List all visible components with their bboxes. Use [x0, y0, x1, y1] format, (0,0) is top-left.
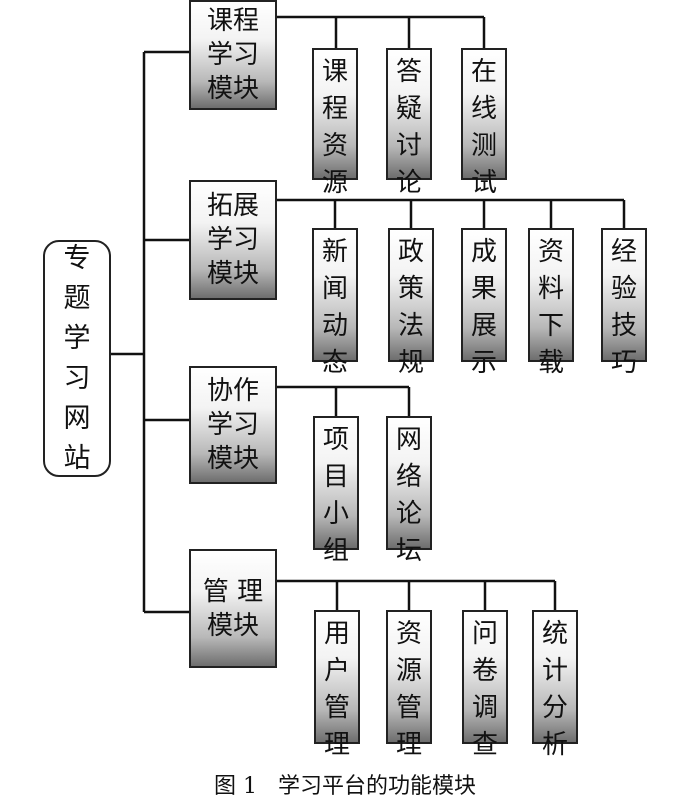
leaf-news: 新闻动态 — [312, 228, 358, 378]
figure-title: 学习平台的功能模块 — [277, 774, 476, 799]
module-course-label: 课程学习模块 — [206, 6, 259, 104]
leaf-course-resources: 课程资源 — [312, 48, 358, 198]
root-label: 专题学习网站 — [63, 242, 91, 474]
leaf-tips: 经验技巧 — [601, 228, 647, 378]
leaf-statistics: 统计分析 — [532, 610, 578, 760]
leaf-qa-discussion: 答疑讨论 — [386, 48, 432, 198]
module-expand-label: 拓展学习模块 — [206, 191, 259, 289]
root-node: 专题学习网站 — [43, 240, 111, 477]
module-collab: 协作学习模块 — [189, 366, 277, 484]
figure-number: 图 1 — [214, 774, 257, 799]
leaf-policy: 政策法规 — [388, 228, 434, 378]
module-manage-label: 管 理 模块 — [202, 576, 264, 641]
module-manage: 管 理 模块 — [189, 549, 277, 668]
module-course: 课程学习模块 — [189, 0, 277, 110]
leaf-downloads: 资料下载 — [528, 228, 574, 378]
leaf-user-management: 用户管理 — [314, 610, 360, 760]
leaf-survey: 问卷调查 — [462, 610, 508, 760]
leaf-resource-management: 资源管理 — [386, 610, 432, 760]
leaf-online-test: 在线测试 — [461, 48, 507, 198]
leaf-forum: 网络论坛 — [386, 416, 432, 566]
module-collab-label: 协作学习模块 — [206, 376, 259, 474]
leaf-achievements: 成果展示 — [461, 228, 507, 378]
leaf-project-group: 项目小组 — [313, 416, 359, 566]
figure-caption: 图 1 学习平台的功能模块 — [0, 768, 690, 800]
module-expand: 拓展学习模块 — [189, 180, 277, 300]
